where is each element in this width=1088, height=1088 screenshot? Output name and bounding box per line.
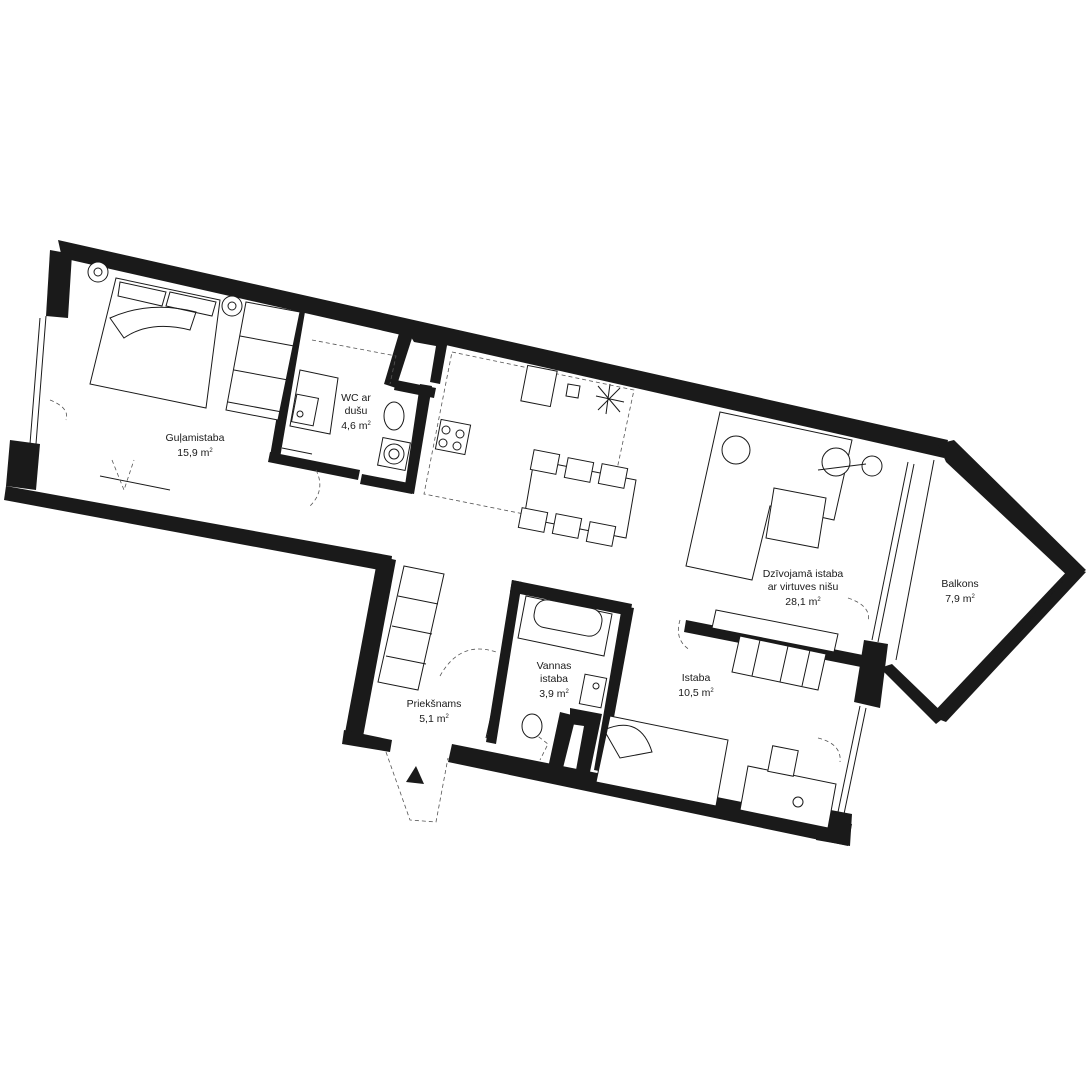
room-area: 5,1 m2	[419, 713, 449, 725]
bedroom-furniture	[49, 261, 301, 492]
room-area: 7,9 m2	[945, 593, 975, 605]
room-name-2: dušu	[344, 405, 368, 417]
room-label-balkons: Balkons 7,9 m2	[930, 578, 990, 606]
wc-fixtures	[281, 339, 412, 507]
entrance-arrow-icon	[406, 766, 424, 784]
living-furniture	[677, 411, 883, 653]
room-label-vannas: Vannas istaba 3,9 m2	[524, 660, 584, 701]
room-name: Balkons	[941, 578, 979, 590]
hallway	[377, 565, 549, 823]
balcony	[880, 440, 1086, 724]
room-area: 3,9 m2	[539, 688, 569, 700]
room-label-istaba: Istaba 10,5 m2	[666, 672, 726, 700]
room-name: Istaba	[681, 672, 711, 684]
room-name: WC ar	[341, 392, 371, 404]
room-name-2: istaba	[539, 673, 569, 685]
room-label-wc: WC ar dušu 4,6 m2	[326, 392, 386, 433]
bath-fixtures	[517, 595, 613, 739]
room-area: 10,5 m2	[678, 687, 714, 699]
istaba-furniture	[595, 635, 841, 829]
room-label-prieksnams: Priekšnams 5,1 m2	[394, 698, 474, 726]
room-label-gulamistaba: Guļamistaba 15,9 m2	[160, 432, 230, 460]
room-name: Priekšnams	[406, 698, 462, 710]
room-area: 28,1 m2	[785, 596, 821, 608]
kitchen	[423, 351, 637, 547]
room-name-2: ar virtuves nišu	[767, 581, 839, 593]
room-label-dzivojama: Dzīvojamā istaba ar virtuves nišu 28,1 m…	[748, 568, 858, 609]
room-name: Guļamistaba	[165, 432, 225, 444]
room-name: Dzīvojamā istaba	[762, 568, 844, 580]
room-name: Vannas	[536, 660, 572, 672]
room-area: 4,6 m2	[341, 420, 371, 432]
room-area: 15,9 m2	[177, 447, 213, 459]
